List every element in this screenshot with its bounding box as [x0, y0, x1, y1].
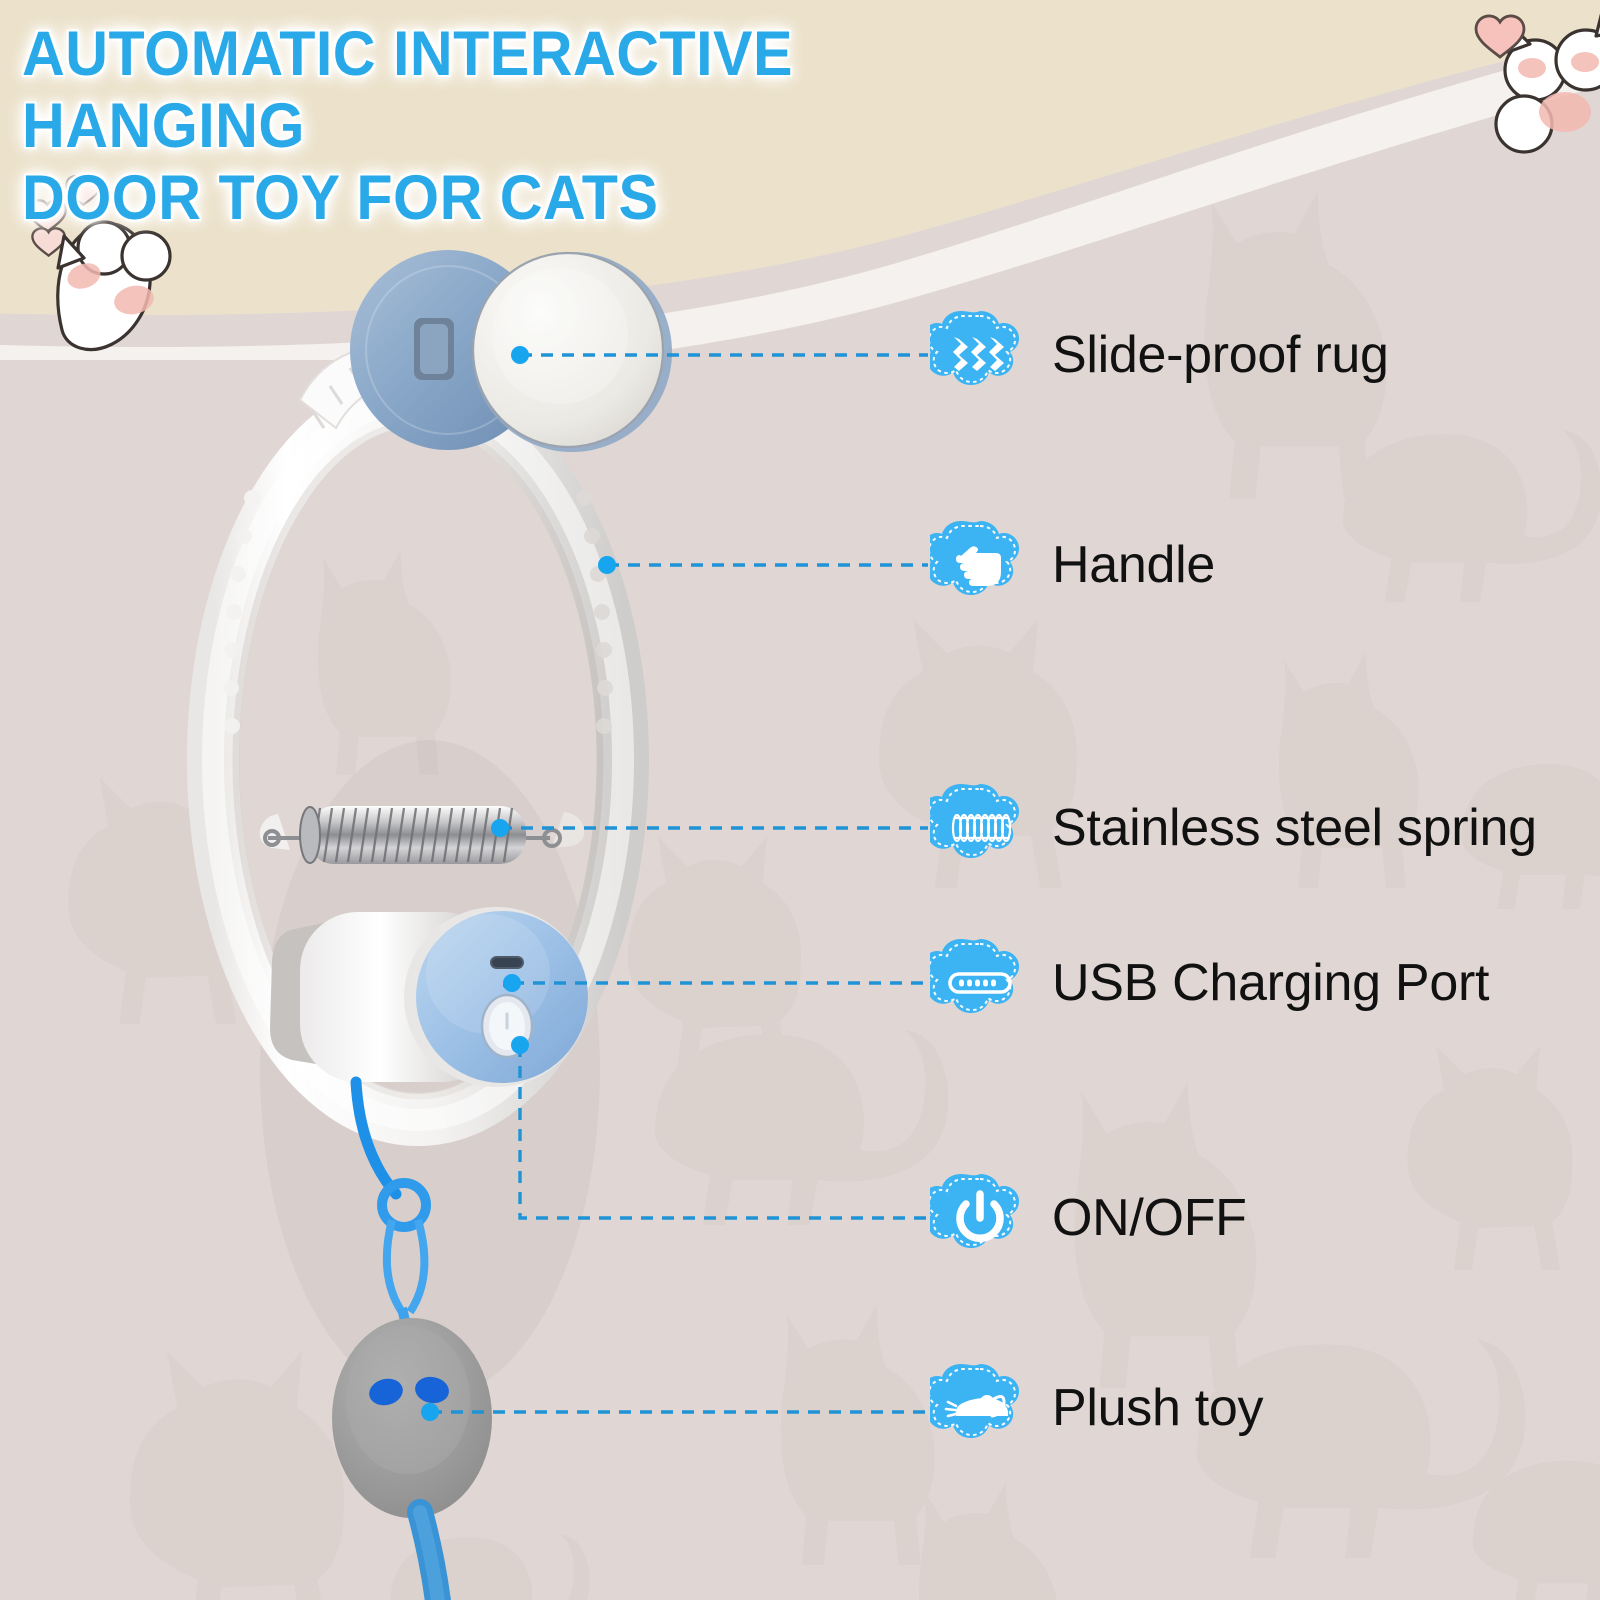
callout-slide-proof-rug[interactable]: Slide-proof rug	[930, 305, 1389, 405]
heart-doodle	[27, 174, 102, 258]
motor-unit	[270, 907, 588, 1087]
hand-grip-icon	[930, 515, 1030, 615]
paw-pad	[67, 263, 154, 315]
wave-lines-icon	[930, 305, 1030, 405]
white-swoosh-curve	[0, 44, 1600, 360]
callout-label: Stainless steel spring	[1052, 799, 1537, 857]
power-icon	[930, 1168, 1030, 1268]
plush-eye	[415, 1376, 449, 1404]
mouse-icon	[930, 1358, 1030, 1458]
spring-coil-icon	[930, 778, 1030, 878]
usb-c-port-icon	[930, 933, 1030, 1033]
callout-on-off[interactable]: ON/OFF	[930, 1168, 1247, 1268]
callout-label: Slide-proof rug	[1052, 326, 1389, 384]
power-button[interactable]	[480, 993, 534, 1059]
beige-header-band	[0, 0, 1600, 316]
callout-handle[interactable]: Handle	[930, 515, 1215, 615]
plush-eye	[369, 1378, 403, 1406]
heart-doodle	[1474, 14, 1526, 59]
callout-label: Handle	[1052, 536, 1215, 594]
cat-paw-doodle	[56, 220, 172, 352]
callout-usb-charging-port[interactable]: USB Charging Port	[930, 933, 1489, 1033]
callout-label: Plush toy	[1052, 1379, 1264, 1437]
callout-label: ON/OFF	[1052, 1189, 1247, 1247]
callout-label: USB Charging Port	[1052, 954, 1490, 1012]
usb-port-slot	[490, 956, 524, 969]
callout-plush-toy[interactable]: Plush toy	[930, 1358, 1264, 1458]
plush-mouse-toy	[332, 1318, 492, 1600]
callout-stainless-steel-spring[interactable]: Stainless steel spring	[930, 778, 1537, 878]
slide-proof-rug-disc	[471, 251, 672, 452]
product-illustration	[187, 250, 672, 1600]
